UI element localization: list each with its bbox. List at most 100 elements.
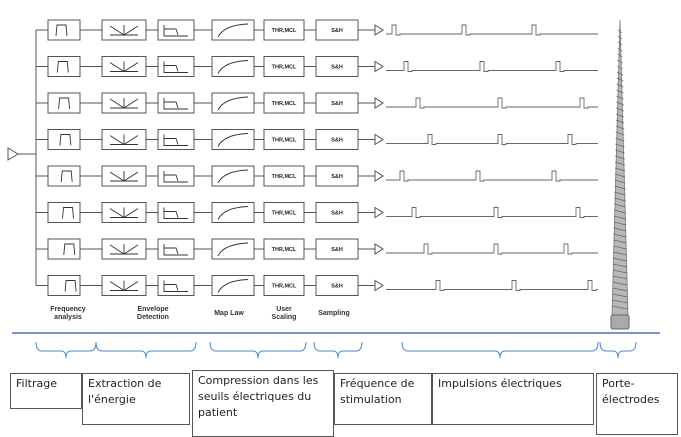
amplifier-triangle [374, 24, 384, 36]
bandpass-icon [59, 134, 72, 146]
electrode-hatch [616, 65, 624, 70]
thr-mcl-label: THR,MCL [272, 284, 297, 290]
electrode-hatch [612, 281, 628, 286]
annotation-porte-electrodes: Porte-électrodes [596, 373, 678, 435]
electrode-hatch [614, 167, 626, 172]
electrode-hatch [613, 215, 627, 220]
sample-hold-label: S&H [331, 28, 343, 34]
electrode-hatch [615, 161, 625, 166]
thr-mcl-label: THR,MCL [272, 211, 297, 217]
brace-impulsions [401, 341, 599, 359]
bandpass-icon [55, 24, 68, 37]
amplifier-triangle [374, 279, 384, 292]
sample-hold-label: S&H [331, 211, 343, 217]
label-frequency-analysis: Frequency analysis [50, 306, 86, 321]
electrode-hatch [613, 245, 627, 250]
map-law-curve [217, 60, 249, 74]
lowpass-icon [163, 61, 188, 73]
electrode-hatch [613, 239, 627, 244]
input-triangle [7, 147, 19, 161]
electrode-hatch [613, 233, 627, 238]
electrode-hatch [617, 59, 623, 64]
pulse-train [386, 280, 598, 291]
electrode-hatch [615, 137, 625, 142]
lowpass-icon [163, 280, 188, 292]
annotation-filtrage: Filtrage [10, 373, 82, 409]
bandpass-icon [62, 207, 74, 219]
electrode-hatch [614, 179, 626, 184]
bandpass-filter-box [47, 129, 81, 150]
brace-filtrage [35, 341, 97, 359]
amplifier-triangle [374, 243, 384, 255]
rectifier-icon [109, 134, 139, 146]
electrode-hatch [613, 227, 627, 232]
electrode-hatch [616, 101, 624, 106]
annotation-extraction: Extraction de l'énergie [82, 373, 190, 425]
lowpass-icon [163, 244, 188, 256]
electrode-hatch [615, 125, 625, 130]
electrode-hatch [613, 221, 627, 226]
electrode-hatch [612, 275, 628, 280]
electrode-hatch [616, 89, 624, 94]
electrode-hatch [616, 95, 624, 100]
amplifier-triangle [374, 97, 384, 109]
electrode-hatch [617, 47, 623, 52]
braces [35, 341, 637, 359]
bandpass-filter-box [47, 56, 81, 77]
electrode-hatch [614, 173, 626, 178]
thr-mcl-label: THR,MCL [272, 65, 297, 71]
amplifier-triangle [374, 60, 384, 73]
lowpass-icon [163, 207, 188, 219]
amplifier-triangle [374, 206, 384, 219]
lowpass-icon [163, 171, 188, 183]
sample-hold-label: S&H [331, 174, 343, 180]
map-law-curve [217, 206, 249, 220]
sample-hold-label: S&H [331, 101, 343, 107]
thr-mcl-label: THR,MCL [272, 138, 297, 144]
pulse-train [386, 24, 598, 36]
label-map-law: Map Law [214, 310, 244, 317]
brace-porte-electrodes [599, 341, 637, 359]
map-law-curve [217, 96, 249, 111]
electrode-hatch [615, 143, 625, 148]
electrode-hatch [615, 113, 625, 118]
amplifier-triangle [374, 170, 384, 182]
electrode-hatch [615, 131, 625, 136]
map-law-curve [217, 169, 249, 184]
electrode-hatch [617, 53, 623, 58]
pulse-train [386, 134, 598, 145]
electrode-hatch [612, 263, 628, 268]
rectifier-icon [109, 244, 139, 255]
bandpass-icon [64, 280, 77, 292]
sample-hold-label: S&H [331, 65, 343, 71]
pulse-train [386, 207, 598, 218]
electrode-hatch [617, 29, 623, 34]
brace-frequence [313, 341, 363, 359]
electrode-hatch [612, 299, 628, 304]
electrode-hatch [613, 251, 627, 256]
bandpass-filter-box [47, 165, 81, 187]
electrode-hatch [617, 35, 623, 40]
lowpass-icon [163, 134, 188, 146]
channel-row: THR,MCL S&H [36, 56, 598, 77]
map-law-curve [217, 23, 249, 38]
electrode-hatch [615, 155, 625, 160]
bandpass-icon [63, 243, 76, 256]
pulse-train [386, 243, 598, 255]
electrode-hatch [612, 287, 628, 292]
lowpass-icon [163, 98, 188, 110]
sample-hold-label: S&H [331, 247, 343, 253]
map-law-curve [217, 242, 249, 257]
rectifier-icon [109, 171, 139, 182]
bandpass-filter-box [47, 92, 81, 114]
electrode-hatch [616, 77, 624, 82]
label-sampling: Sampling [318, 310, 350, 317]
rectifier-icon [109, 25, 139, 36]
annotation-impulsions: Impulsions électriques [432, 373, 594, 425]
electrode-hatch [616, 71, 624, 76]
